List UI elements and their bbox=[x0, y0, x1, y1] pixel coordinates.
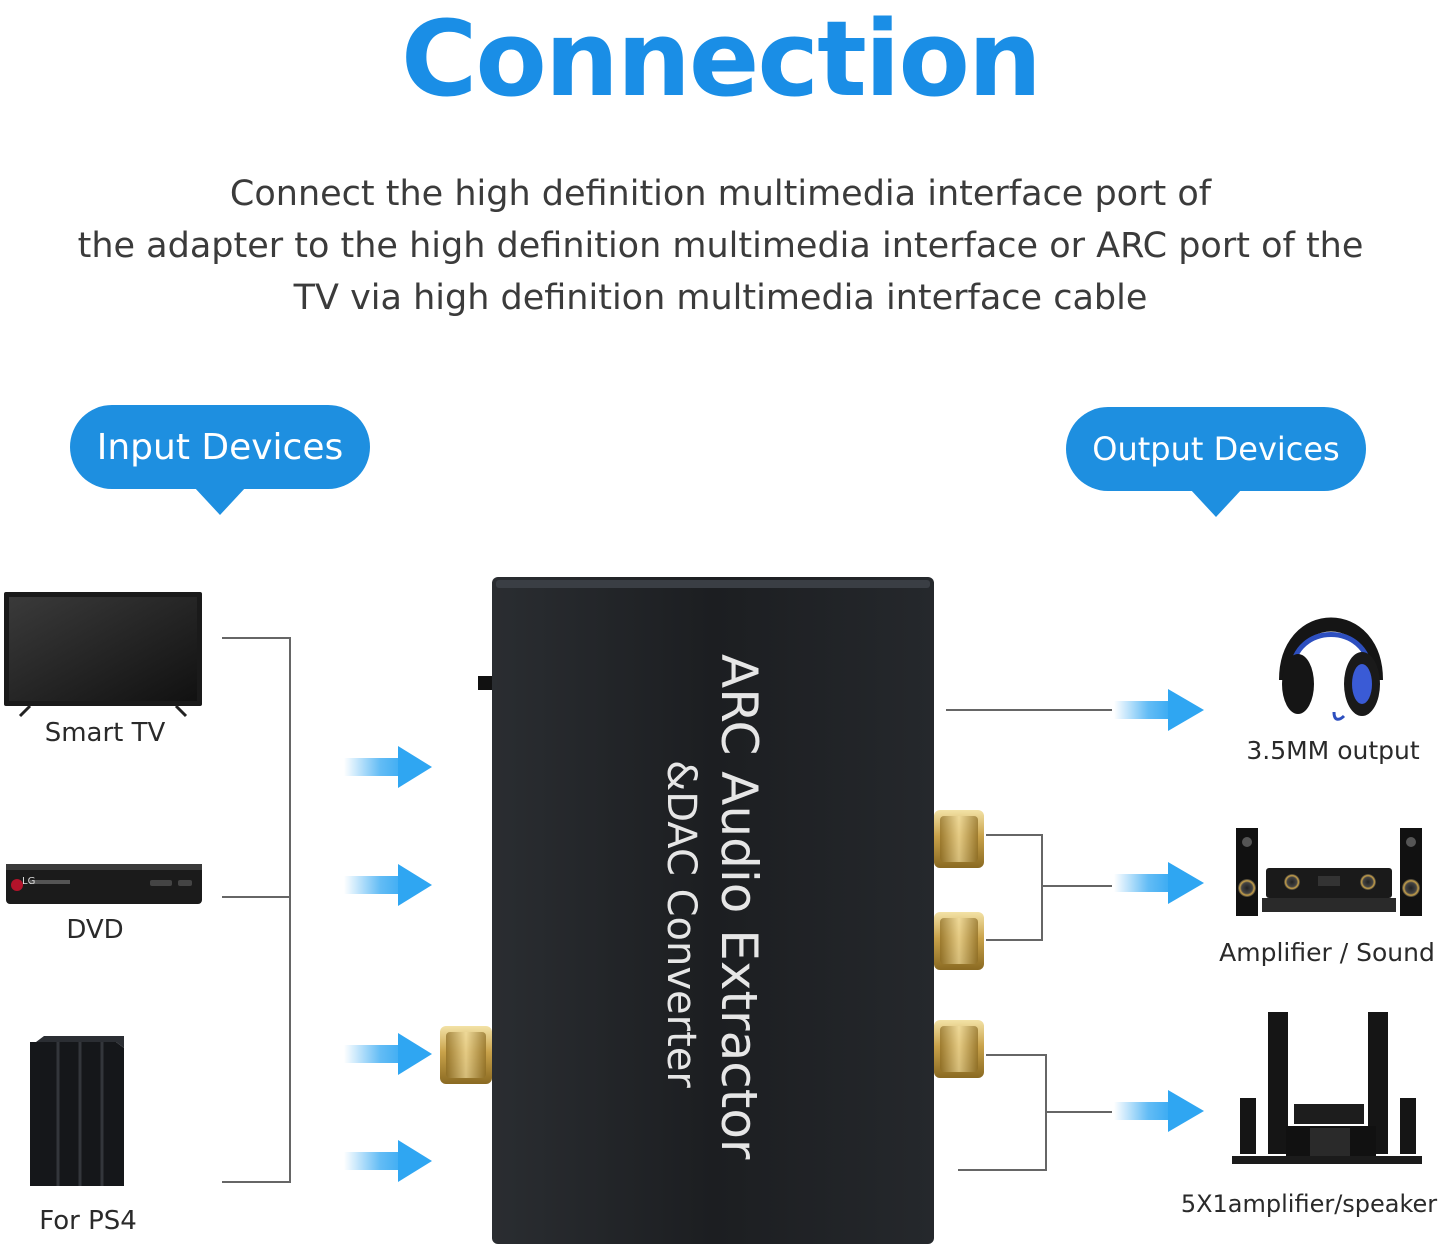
output-label-home-theater: 5X1amplifier/speaker bbox=[1180, 1190, 1438, 1218]
description-line-3: TV via high definition multimedia interf… bbox=[293, 278, 1148, 318]
game-console-icon bbox=[30, 1036, 124, 1186]
output-label-headphones: 3.5MM output bbox=[1246, 736, 1420, 765]
arrow-right-icon bbox=[344, 746, 432, 788]
arrow-right-icon bbox=[344, 1033, 432, 1075]
page-title: Connection bbox=[401, 0, 1042, 120]
rca-connector-icon bbox=[934, 1020, 984, 1078]
arrow-right-icon bbox=[1114, 862, 1204, 904]
tv-icon bbox=[4, 592, 202, 718]
device-label-line-2: &DAC Converter bbox=[658, 760, 704, 1088]
home-theater-icon bbox=[1232, 1012, 1422, 1164]
output-label-amplifier: Amplifier / Sound bbox=[1219, 938, 1435, 967]
dvd-brand-text: LG bbox=[22, 876, 36, 887]
rca-connector-icon bbox=[934, 912, 984, 970]
rca-connector-icon bbox=[934, 810, 984, 868]
input-label-smart-tv: Smart TV bbox=[44, 718, 166, 748]
output-arrows bbox=[1114, 689, 1204, 1132]
description-line-2: the adapter to the high definition multi… bbox=[77, 226, 1364, 266]
device-sublabel-group: &DAC Converter bbox=[658, 760, 704, 1088]
rca-connector-outputs bbox=[934, 810, 984, 1078]
arrow-right-icon bbox=[344, 864, 432, 906]
rca-connector-input-icon bbox=[440, 1026, 492, 1084]
output-devices-label: Output Devices bbox=[1092, 430, 1340, 468]
arrow-right-icon bbox=[1114, 689, 1204, 731]
input-devices-bubble: Input Devices bbox=[70, 405, 370, 515]
amplifier-icon bbox=[1236, 828, 1422, 916]
dvd-brand-logo: LG bbox=[22, 876, 35, 887]
description: Connect the high definition multimedia i… bbox=[20, 168, 1421, 324]
arrow-right-icon bbox=[344, 1140, 432, 1182]
device-label-group: ARC Audio Extractor bbox=[710, 654, 768, 1160]
description-line-1: Connect the high definition multimedia i… bbox=[229, 174, 1212, 214]
output-connector-lines bbox=[946, 709, 1112, 1171]
input-label-dvd: DVD bbox=[66, 915, 124, 945]
arc-audio-extractor-device bbox=[478, 577, 934, 1244]
input-arrows bbox=[344, 746, 432, 1182]
arrow-right-icon bbox=[1114, 1090, 1204, 1132]
input-connector-lines bbox=[222, 637, 291, 1183]
dvd-player-icon bbox=[6, 864, 202, 904]
input-label-ps4: For PS4 bbox=[39, 1206, 137, 1236]
input-devices-label: Input Devices bbox=[96, 426, 344, 468]
output-devices-bubble: Output Devices bbox=[1066, 407, 1366, 517]
device-label-line-1: ARC Audio Extractor bbox=[710, 654, 768, 1160]
headphones-icon bbox=[1279, 617, 1383, 721]
